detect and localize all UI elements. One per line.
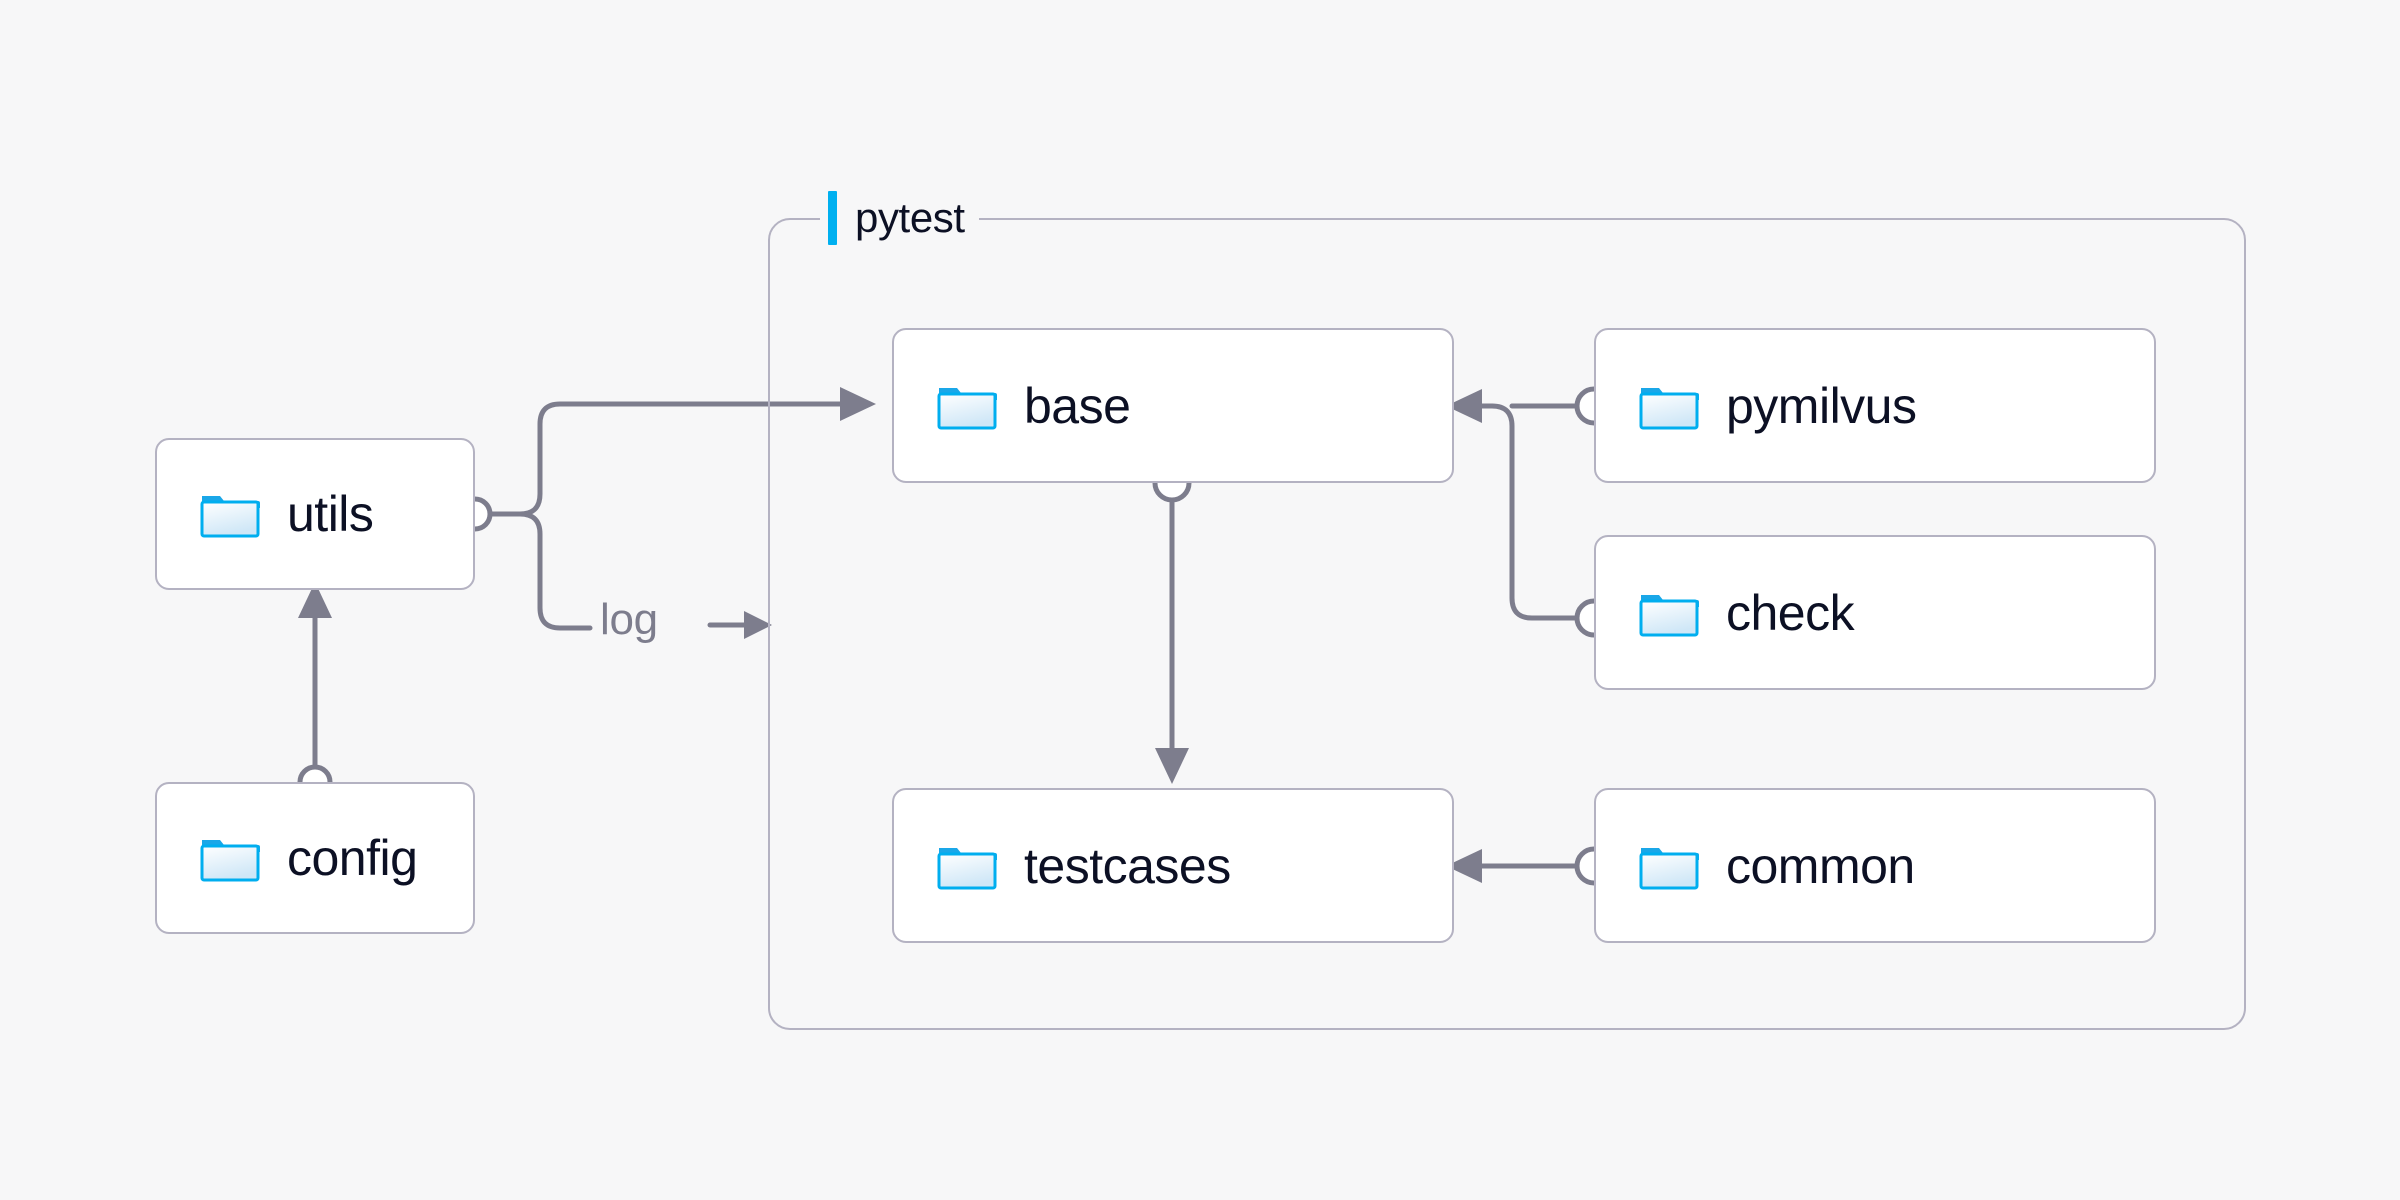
node-label: testcases [1024,837,1231,894]
folder-icon [1639,594,1699,636]
edge-label-log: log [600,595,658,644]
node-label: common [1726,837,1915,894]
group-container-pytest [768,218,2246,1030]
folder-icon [1639,387,1699,429]
node-label: utils [287,486,374,542]
edge-utils-log [487,511,593,631]
node-common[interactable]: common [1594,788,2156,943]
node-check[interactable]: check [1594,535,2156,690]
group-label-pytest: pytest [820,183,979,253]
accent-bar-icon [828,191,837,245]
node-label: base [1024,377,1131,434]
edge-log-arrow [707,611,772,639]
node-pymilvus[interactable]: pymilvus [1594,328,2156,483]
folder-icon [1639,847,1699,889]
node-label: config [287,830,418,886]
node-utils[interactable]: utils [155,438,475,590]
folder-icon [200,840,260,882]
group-title: pytest [855,194,965,241]
node-label: check [1726,584,1855,641]
folder-icon [937,387,997,429]
node-config[interactable]: config [155,782,475,934]
folder-icon [937,847,997,889]
node-label: pymilvus [1726,377,1917,434]
folder-icon [200,496,260,538]
node-testcases[interactable]: testcases [892,788,1454,943]
edge-config-to-utils [297,582,333,800]
node-base[interactable]: base [892,328,1454,483]
